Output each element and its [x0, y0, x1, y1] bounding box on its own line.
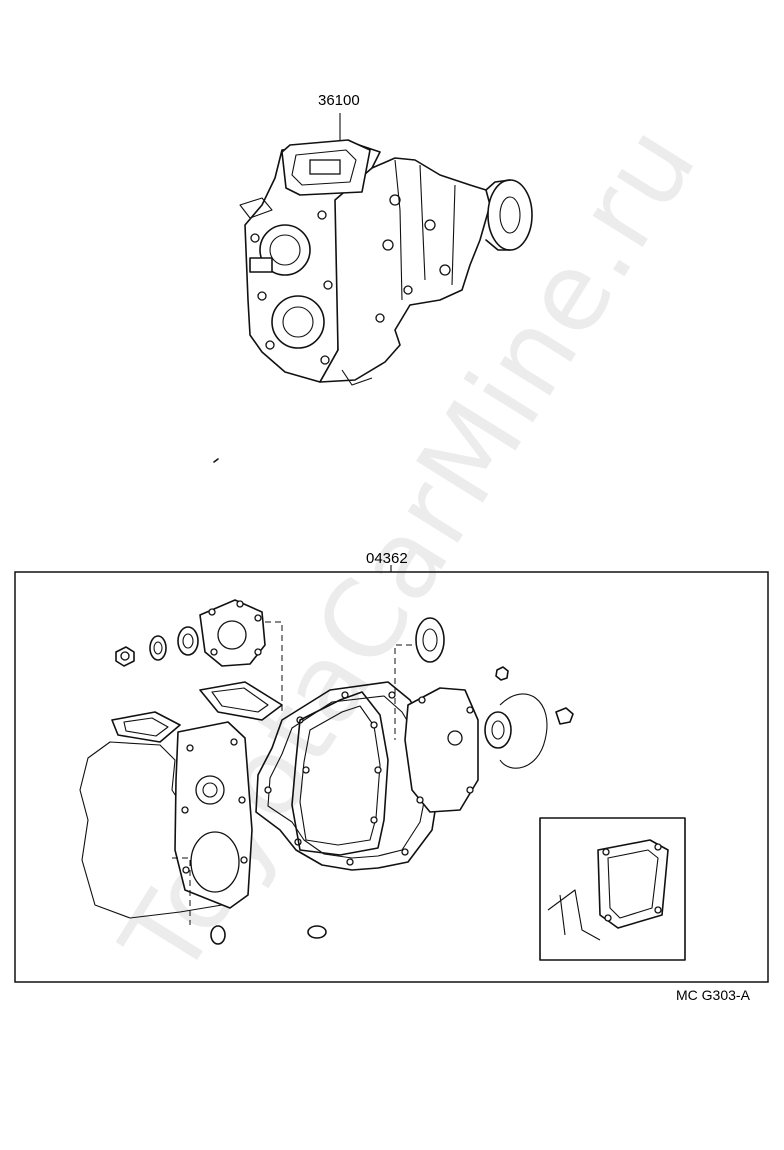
shift-cover-gasket[interactable] — [199, 681, 283, 721]
washer-bottom[interactable] — [307, 925, 327, 939]
cover-gasket-upper[interactable] — [199, 599, 266, 667]
rear-cover-gasket[interactable] — [404, 687, 479, 813]
front-plate-gasket[interactable] — [174, 721, 253, 909]
o-ring-lower-left[interactable] — [210, 925, 226, 945]
gasket-kit-group[interactable] — [14, 565, 769, 983]
rear-oil-seal[interactable] — [484, 711, 512, 749]
detail-inset — [539, 817, 686, 961]
case-gasket-inner[interactable] — [291, 691, 389, 856]
shift-cover-gasket-lower[interactable] — [111, 711, 181, 743]
part-number-04362: 04362 — [366, 550, 408, 567]
nut-right-upper[interactable] — [495, 666, 509, 681]
seal-washer-set[interactable] — [115, 626, 199, 667]
transfer-case-assembly[interactable] — [239, 113, 533, 386]
part-number-36100: 36100 — [318, 92, 360, 109]
plug-right[interactable] — [555, 707, 574, 725]
inset-cover-gasket[interactable] — [597, 839, 669, 929]
figure-code: MC G303-A — [676, 987, 750, 1003]
oil-seal-upper[interactable] — [415, 617, 445, 663]
gasket-kit-frame — [14, 571, 769, 983]
